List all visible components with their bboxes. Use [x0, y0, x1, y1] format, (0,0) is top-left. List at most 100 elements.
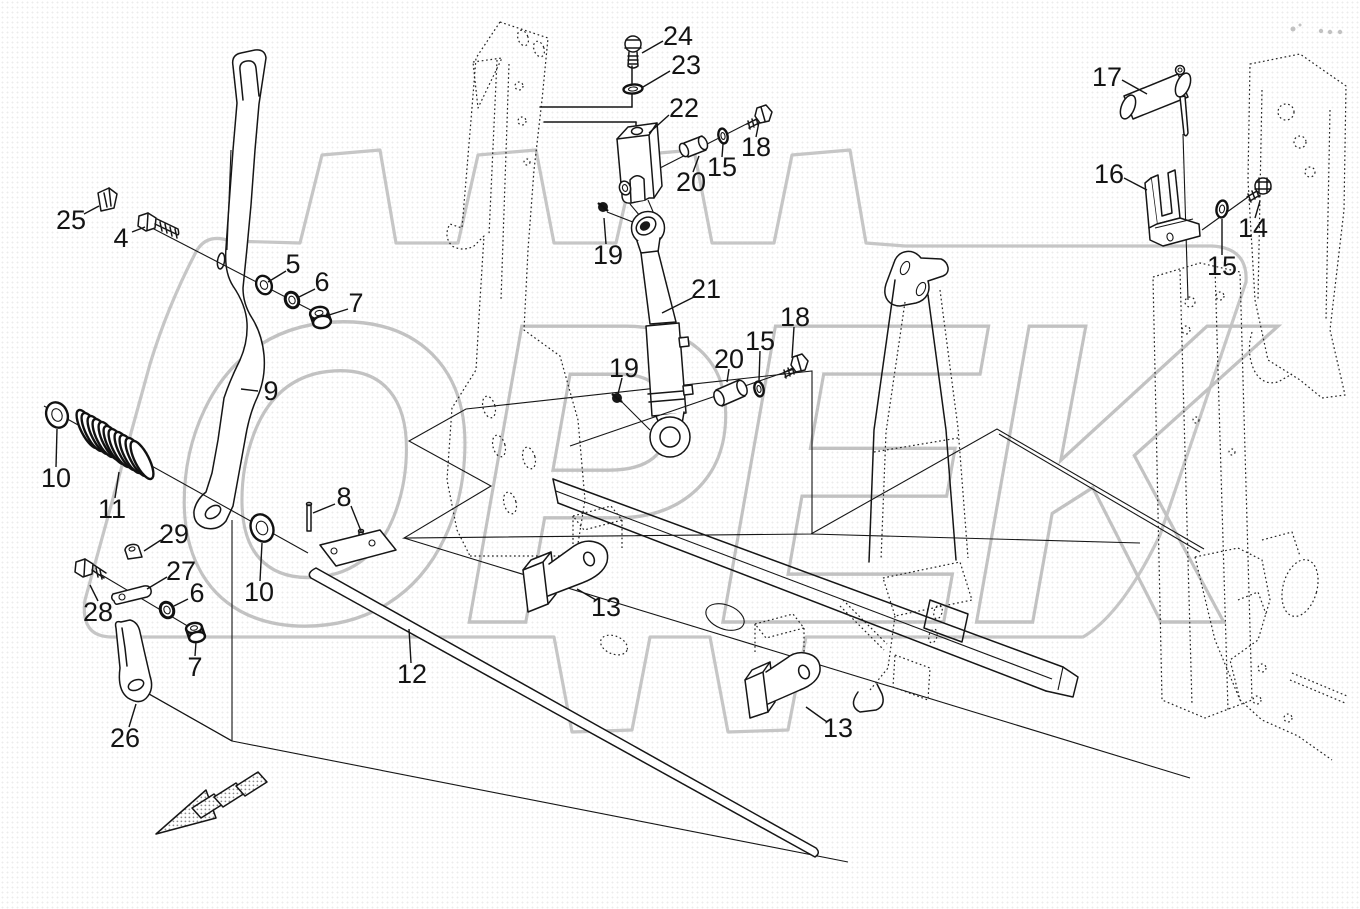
leader-line-15 [758, 350, 761, 382]
nut-part-7 [308, 305, 333, 330]
part-callout-26: 26 [110, 723, 140, 753]
bolt-part-4 [137, 212, 180, 239]
bolt-part-24 [624, 35, 642, 69]
leader-line-27 [146, 576, 168, 590]
leader-line-20 [692, 155, 700, 173]
gear-watermark [82, 148, 1248, 734]
nut-part-25 [97, 187, 118, 212]
bottom-right-frame [1194, 547, 1348, 761]
fastener-chain-bottom-left [74, 543, 207, 644]
part-callout-10: 10 [244, 577, 274, 607]
grease-nipple-part-19-lower [611, 393, 651, 431]
bushing-part-20-upper [678, 135, 709, 158]
ring-part-10-right [249, 513, 275, 543]
part-callout-11: 11 [98, 494, 126, 524]
bolt-part-18-lower [782, 353, 809, 379]
leader-line-7 [194, 641, 197, 657]
washer-part-5 [254, 274, 274, 296]
part-callout-23: 23 [671, 50, 701, 80]
main-beam [552, 478, 1079, 698]
leader-line-8 [350, 505, 362, 532]
leader-line-5 [267, 270, 287, 283]
leader-line-16 [1123, 177, 1148, 191]
bracket-part-16 [1144, 169, 1201, 247]
frame-mast [446, 21, 586, 557]
part-callout-18: 18 [780, 302, 810, 332]
leader-line-19 [617, 377, 623, 395]
part-callout-9: 9 [263, 376, 278, 406]
leader-line-17 [1121, 79, 1148, 95]
part-callout-13: 13 [823, 713, 853, 743]
part-callout-6: 6 [314, 267, 329, 297]
leader-line-25 [83, 205, 100, 215]
lower-axis-line [569, 364, 807, 447]
part-callout-21: 21 [691, 274, 721, 304]
leader-line-18 [791, 326, 795, 359]
pin-part-17 [1119, 64, 1192, 301]
nut-part-7-lower [184, 621, 207, 644]
clamp-part-13-upper [522, 540, 609, 613]
part-callout-16: 16 [1094, 159, 1124, 189]
leader-line-29 [143, 539, 162, 552]
part-callout-10: 10 [41, 463, 71, 493]
bushing-part-20-lower [713, 379, 748, 407]
part-callout-8: 8 [336, 482, 351, 512]
rod-part-12 [308, 529, 819, 858]
part-callout-20: 20 [714, 344, 744, 374]
leader-line-6 [296, 288, 316, 299]
part-callout-24: 24 [663, 21, 693, 51]
bolt-part-28 [74, 558, 107, 580]
part-callout-7: 7 [187, 652, 202, 682]
bolt-part-14 [1246, 177, 1272, 203]
leader-line-28 [89, 584, 99, 602]
watermark-specks [1290, 23, 1343, 35]
clamp-part-13-lower [744, 651, 821, 719]
watermark-text: OPEK [165, 234, 1284, 714]
leader-line-4 [131, 226, 146, 233]
part-callout-27: 27 [166, 556, 196, 586]
ring-part-10-left [44, 401, 70, 429]
washer-part-6-lower [158, 600, 176, 620]
part-callout-17: 17 [1092, 62, 1122, 92]
washer-part-15-upper [717, 127, 729, 145]
part-callout-19: 19 [593, 240, 623, 270]
nut-part-29 [124, 543, 143, 560]
part-callout-15: 15 [1207, 251, 1237, 281]
connector-lines [539, 65, 637, 130]
washer-part-23 [622, 83, 644, 95]
part-callout-28: 28 [83, 597, 113, 627]
leader-line-26 [128, 703, 137, 728]
plate-part-27 [110, 585, 152, 605]
part-callout-15: 15 [745, 326, 775, 356]
part-callout-12: 12 [397, 659, 427, 689]
part-callout-19: 19 [609, 353, 639, 383]
part-callout-5: 5 [285, 249, 300, 279]
leader-line-14 [1254, 200, 1261, 219]
part-callout-14: 14 [1238, 213, 1268, 243]
right-side-panel [1152, 262, 1301, 719]
part-callout-4: 4 [113, 223, 128, 253]
part-callout-13: 13 [591, 592, 621, 622]
a-frame [839, 250, 973, 713]
lever-arm-part-9 [193, 49, 267, 530]
leader-line-11 [114, 471, 120, 499]
hydraulic-cylinder-part-21 [597, 202, 694, 458]
direction-arrow-icon [155, 771, 268, 835]
leader-line-13 [576, 588, 597, 601]
washer-part-15-lower [753, 380, 765, 398]
leader-line-10 [259, 542, 263, 582]
leader-line-6 [173, 598, 189, 607]
leader-line-18 [755, 121, 760, 138]
leader-line-13 [805, 706, 828, 723]
leader-line-20 [726, 368, 730, 383]
leader-line-23 [642, 70, 671, 88]
spring-group [43, 401, 309, 554]
washer-part-15-right [1215, 199, 1229, 219]
tension-spring-part-11 [75, 408, 155, 481]
leader-line-10 [55, 428, 58, 468]
leader-line-22 [648, 114, 670, 134]
part-callout-25: 25 [56, 205, 86, 235]
part-callout-20: 20 [676, 167, 706, 197]
